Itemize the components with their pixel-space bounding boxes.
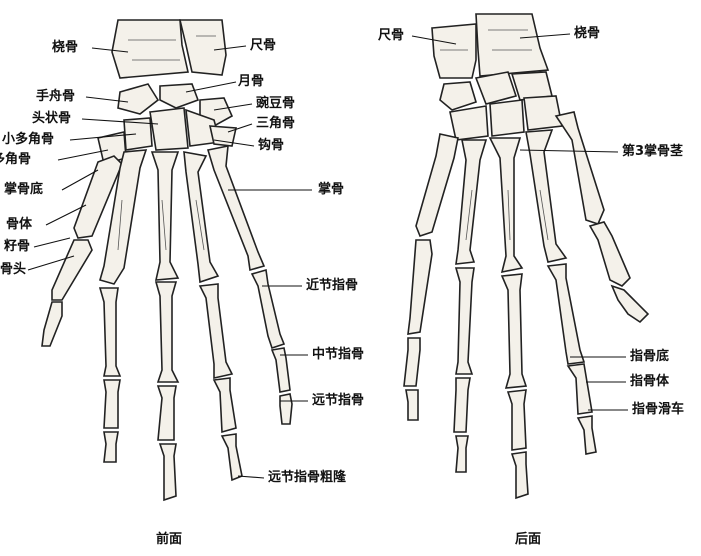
front-little-metacarpal	[206, 145, 266, 272]
back-leaders	[411, 33, 628, 411]
label-front-hamate: 钩骨	[258, 138, 285, 153]
front-view	[27, 19, 312, 502]
back-middle-metacarpal	[488, 137, 524, 274]
caption-back: 后面	[515, 532, 542, 547]
back-carpal-1	[439, 81, 477, 111]
back-middle-middle	[506, 389, 527, 451]
label-front-metacarpal-head: 骨头	[0, 262, 27, 277]
label-front-trapezium: 多角骨	[0, 152, 32, 167]
back-carpal-6	[523, 95, 563, 131]
label-back-third-metacarpal-styloid: 第3掌骨茎	[622, 144, 684, 159]
label-front-scaphoid: 手舟骨	[36, 89, 76, 104]
front-middle-metacarpal	[150, 151, 180, 281]
label-front-triquetrum: 三角骨	[256, 116, 296, 131]
back-thumb-proximal	[588, 221, 631, 287]
front-index-metacarpal	[99, 149, 148, 285]
back-view	[403, 13, 650, 500]
label-front-proximal-phalanx: 近节指骨	[306, 278, 359, 293]
label-front-sesamoid: 籽骨	[4, 239, 31, 254]
front-little-distal	[279, 393, 293, 425]
label-front-middle-phalanx: 中节指骨	[312, 347, 365, 362]
label-back-phalanx-trochlea: 指骨滑车	[632, 402, 685, 417]
back-carpal-4	[449, 105, 489, 141]
front-radius	[111, 19, 189, 79]
back-middle-distal	[510, 451, 529, 500]
back-index-middle	[566, 363, 593, 415]
back-index-distal	[576, 415, 597, 455]
back-little-distal	[405, 389, 419, 421]
label-front-ulna: 尺骨	[250, 38, 277, 53]
front-index-distal	[103, 431, 119, 463]
back-ring-middle	[453, 377, 471, 433]
back-index-metacarpal	[525, 129, 568, 263]
back-ring-metacarpal	[455, 139, 488, 265]
label-front-radius: 桡骨	[52, 40, 79, 55]
back-little-proximal	[407, 239, 433, 335]
front-scaphoid	[117, 83, 160, 115]
back-ring-distal	[455, 435, 469, 473]
front-little-proximal	[250, 268, 286, 350]
front-middle-distal	[158, 443, 177, 502]
front-index-proximal	[98, 287, 122, 377]
front-leaders	[27, 45, 312, 479]
label-front-distal-tuberosity: 远节指骨粗隆	[268, 470, 347, 485]
label-back-phalanx-base: 指骨底	[630, 349, 670, 364]
front-ulna	[178, 19, 227, 76]
label-front-lunate: 月骨	[238, 74, 265, 89]
label-front-pisiform: 豌豆骨	[256, 96, 296, 111]
front-ring-middle	[212, 377, 237, 434]
label-back-radius: 桡骨	[574, 26, 601, 41]
front-ring-proximal	[198, 283, 234, 379]
back-index-proximal	[546, 263, 586, 365]
back-ring-proximal	[454, 267, 475, 375]
label-back-phalanx-body: 指骨体	[630, 374, 670, 389]
back-little-middle	[403, 337, 421, 387]
front-ring-metacarpal	[183, 151, 220, 284]
back-carpal-5	[489, 99, 525, 137]
front-ring-distal	[220, 433, 243, 482]
front-middle-middle	[156, 385, 177, 441]
back-middle-proximal	[500, 273, 528, 389]
label-front-metacarpal-body: 骨体	[6, 217, 33, 232]
label-front-metacarpals: 掌骨	[318, 182, 345, 197]
label-back-ulna: 尺骨	[378, 28, 405, 43]
label-front-trapezoid: 小多角骨	[2, 132, 55, 147]
back-carpal-2	[474, 71, 518, 105]
back-ulna	[431, 23, 477, 79]
front-thumb-distal	[41, 301, 63, 347]
label-front-capitate: 头状骨	[32, 111, 72, 126]
back-little-metacarpal	[415, 133, 459, 237]
front-little-middle	[270, 347, 291, 393]
back-carpal-3	[510, 71, 553, 101]
front-thumb-metacarpal	[73, 155, 123, 239]
label-front-distal-phalanx: 远节指骨	[312, 393, 365, 408]
front-index-middle	[103, 379, 121, 429]
label-front-metacarpal-base: 掌骨底	[4, 182, 44, 197]
front-thumb-proximal	[51, 239, 93, 301]
front-lunate	[159, 83, 200, 109]
back-radius	[475, 13, 550, 77]
caption-front: 前面	[156, 532, 183, 547]
front-middle-proximal	[154, 281, 180, 383]
back-thumb-metacarpal	[554, 111, 605, 225]
back-thumb-distal	[610, 284, 650, 324]
front-capitate	[149, 107, 189, 151]
